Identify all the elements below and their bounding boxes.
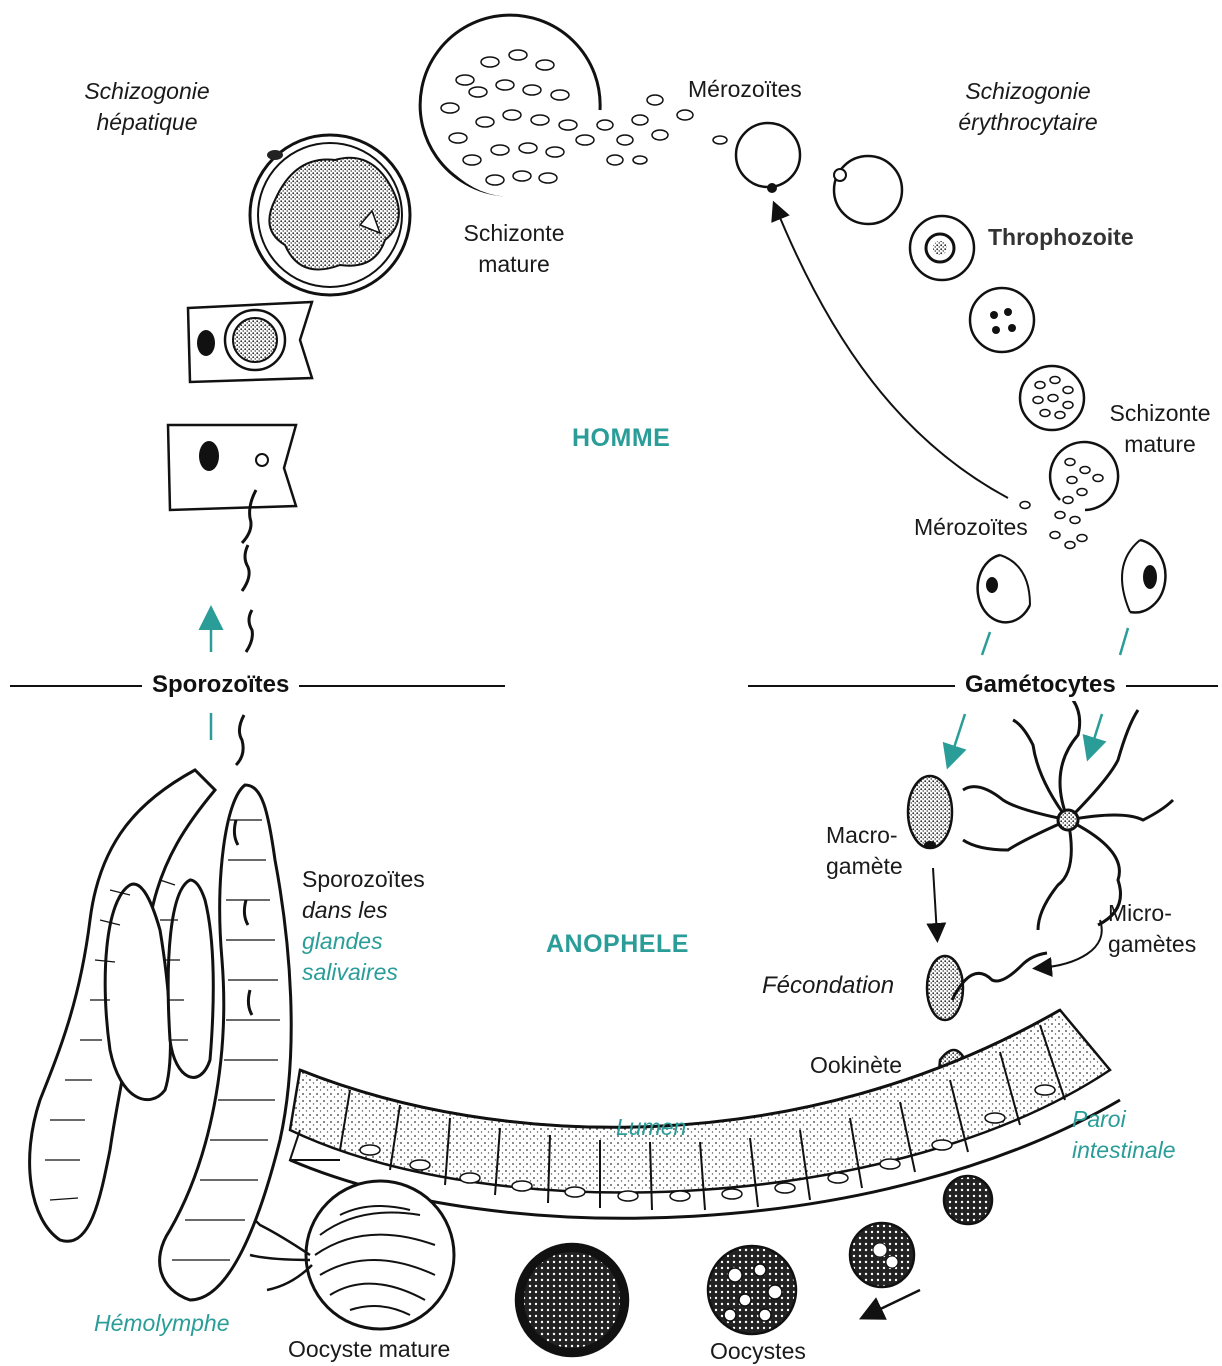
gametocyte-male (1122, 540, 1165, 612)
macrogamete-arrow (933, 868, 937, 935)
erythrocyte-invaded (736, 123, 800, 193)
label-microgametes-line1: Micro- (1108, 900, 1172, 926)
liver-schizont-mature (420, 15, 727, 197)
label-blood-phase: Schizogonie érythrocytaire (938, 76, 1118, 138)
gametocyte-female (978, 555, 1030, 622)
microgametocyte (963, 700, 1173, 930)
liver-schizont (250, 135, 410, 295)
label-liver-phase-line2: hépatique (96, 109, 197, 135)
salivary-glands (30, 770, 292, 1300)
label-merozoites-top: Mérozoïtes (688, 74, 802, 105)
label-liver-phase-line1: Schizogonie (84, 78, 209, 104)
label-hemolymph: Hémolymphe (94, 1308, 230, 1339)
hepatocyte-schizont (188, 302, 312, 382)
label-liver-phase: Schizogonie hépatique (62, 76, 232, 138)
trophozoite-cell (910, 216, 974, 280)
label-oocysts: Oocystes (710, 1336, 806, 1366)
label-liver-schizont-line1: Schizonte (463, 220, 564, 246)
label-trophozoite: Throphozoite (988, 222, 1134, 253)
label-salivary-line3: glandes (302, 928, 383, 954)
label-salivary-line2: dans les (302, 897, 388, 923)
hepatocyte-early (168, 425, 296, 510)
label-macrogamete: Macro- gamète (826, 820, 903, 882)
boundary-label-sporozoites: Sporozoïtes (142, 669, 299, 701)
label-blood-schizont-line2: mature (1124, 431, 1196, 457)
label-gut-wall: Paroi intestinale (1072, 1104, 1176, 1166)
label-macrogamete-line1: Macro- (826, 822, 898, 848)
oocyst-dark (516, 1244, 628, 1356)
oocyst-small (944, 1176, 992, 1224)
label-salivary-line1: Sporozoïtes (302, 866, 425, 892)
label-gut-wall-line1: Paroi (1072, 1106, 1126, 1132)
label-fertilization: Fécondation (762, 970, 894, 1002)
label-liver-schizont-line2: mature (478, 251, 550, 277)
label-lumen: Lumen (616, 1112, 686, 1143)
label-blood-schizont-line1: Schizonte (1109, 400, 1210, 426)
oocyst-large (708, 1246, 796, 1334)
sporozoite-track-up (242, 490, 256, 652)
erythrocyte-ring (834, 156, 902, 224)
label-blood-phase-line1: Schizogonie (965, 78, 1090, 104)
label-blood-phase-line2: érythrocytaire (958, 109, 1097, 135)
label-microgametes: Micro- gamètes (1108, 898, 1196, 960)
oocyst-arrow (868, 1290, 920, 1315)
host-label-human: HOMME (572, 422, 670, 456)
oocyst-mature (230, 1181, 454, 1329)
label-salivary-line4: salivaires (302, 959, 398, 985)
label-ookinete: Ookinète (810, 1050, 902, 1081)
midgut-wall (290, 1010, 1120, 1218)
label-macrogamete-line2: gamète (826, 853, 903, 879)
label-microgametes-line2: gamètes (1108, 931, 1196, 957)
host-label-mosquito: ANOPHELE (546, 928, 689, 962)
label-blood-schizont: Schizonte mature (1100, 398, 1220, 460)
label-liver-schizont: Schizonte mature (444, 218, 584, 280)
blood-schizont-cell (1020, 366, 1084, 430)
label-gut-wall-line2: intestinale (1072, 1137, 1176, 1163)
zygote (927, 953, 1047, 1020)
macrogamete-cell (908, 776, 952, 849)
young-blood-schizont (970, 288, 1034, 352)
label-salivary-sporozoites: Sporozoïtes dans les glandes salivaires (302, 864, 425, 988)
microgamete-arrow (1040, 920, 1102, 968)
label-mature-oocyst: Oocyste mature (288, 1334, 450, 1365)
label-merozoites-right: Mérozoïtes (914, 512, 1028, 543)
oocyst-medium (850, 1223, 914, 1287)
boundary-label-gametocytes: Gamétocytes (955, 669, 1126, 701)
